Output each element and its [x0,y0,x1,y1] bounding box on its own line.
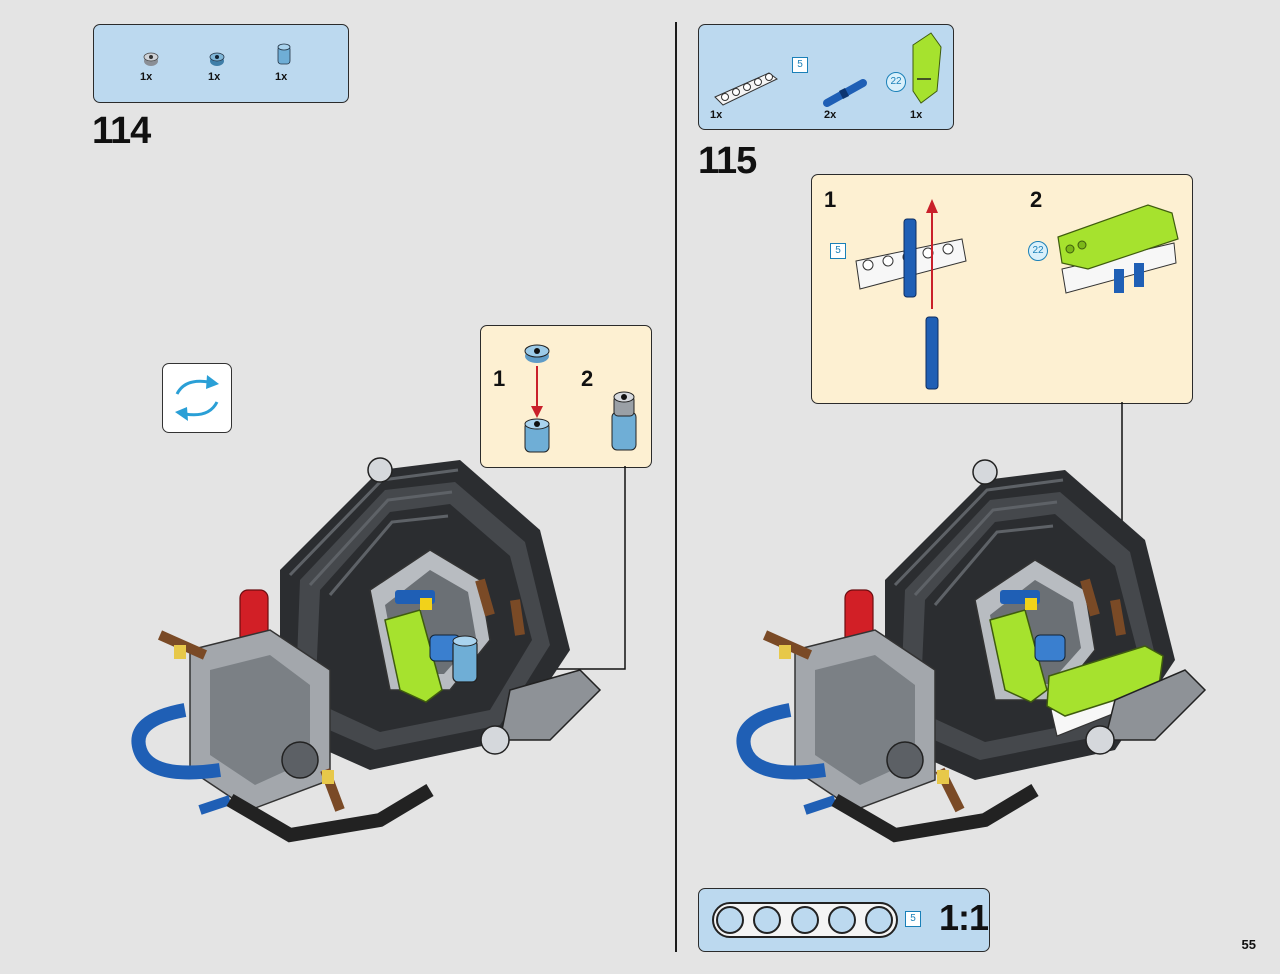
parts-list-115: 5 1x 2x 22 1x [698,24,954,130]
callout-114: 1 2 [480,325,652,468]
part-qty: 1x [275,71,288,83]
part-qty: 1x [208,71,221,83]
scale-ratio: 1:1 [939,897,989,938]
panel-id-label: 22 [886,72,906,92]
rotate-model-box [162,363,232,433]
callout-115: 1 2 5 22 [811,174,1193,404]
part-qty: 1x [910,109,923,121]
beam-length-label: 5 [792,57,808,73]
lime-panel-icon [912,32,942,104]
blue-bush-icon [209,52,225,66]
page-divider [675,22,677,952]
panel-on-beam-diagram [1057,204,1179,294]
assembled-bush-cylinder-diagram [611,391,637,451]
substep-2: 2 [581,366,594,391]
scale-reference-box: 5 1:1 [698,888,990,952]
rotate-arrows-icon [175,375,219,421]
model-assembly-114 [131,457,602,843]
part-qty: 1x [140,71,153,83]
part-qty: 1x [710,109,723,121]
bush-onto-cylinder-diagram [524,344,550,453]
white-beam-icon [714,72,778,106]
beam-scale-icon [712,902,898,938]
model-assembly-115 [736,459,1207,843]
substep-2: 2 [1030,187,1043,212]
blue-cylinder-icon [277,43,291,65]
scale-length-label: 5 [905,911,921,927]
part-qty: 2x [824,109,837,121]
step-number-115: 115 [698,140,757,182]
parts-list-114: 1x 1x 1x [93,24,349,103]
panel-id-label: 22 [1028,241,1048,261]
substep-1: 1 [493,366,506,391]
page-number: 55 [1241,937,1256,952]
beam-length-label: 5 [830,243,846,259]
substep-1: 1 [824,187,837,212]
step-number-114: 114 [92,110,151,152]
dark-bush-icon [143,52,159,66]
blue-pin-icon [823,79,867,107]
pin-into-beam-diagram [855,199,967,390]
